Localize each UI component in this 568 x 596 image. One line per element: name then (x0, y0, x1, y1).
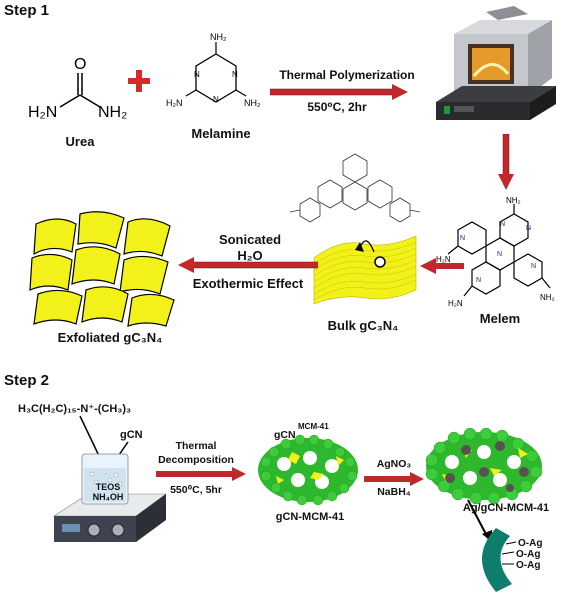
arrow4-line3: 550⁰C, 5hr (170, 484, 222, 496)
arrow3-line1: Sonicated (218, 232, 282, 247)
gcn-polymer-network (290, 153, 420, 223)
gcn-mcm41-label: gCN-MCM-41 (275, 511, 345, 523)
stirrer-hotplate (52, 453, 167, 542)
svg-text:O: O (74, 56, 86, 73)
svg-text:N: N (531, 263, 536, 270)
oag-label-1: O-Ag (518, 538, 543, 549)
svg-text:H₂N: H₂N (166, 98, 183, 108)
beaker-line1: TEOS (95, 482, 121, 492)
ag-gcn-mcm41-particle (425, 428, 543, 505)
urea-structure: O H₂N NH₂ (28, 56, 127, 121)
melem-label: Melem (479, 311, 521, 326)
svg-text:NH₂: NH₂ (506, 196, 521, 205)
arrow-right-2-icon (156, 467, 246, 481)
oag-label-2: O-Ag (516, 549, 541, 560)
svg-text:N: N (232, 70, 238, 79)
arrow1-bottom-label: 550⁰C, 2hr (307, 100, 367, 114)
arrow-left-1-icon (420, 258, 464, 274)
svg-text:N: N (500, 221, 505, 228)
arrow-right-3-icon (364, 472, 424, 486)
arrow4-line2: Decomposition (158, 454, 234, 466)
svg-text:N: N (526, 225, 531, 232)
arrow4-line1: Thermal (175, 440, 217, 452)
svg-text:NH₂: NH₂ (244, 98, 261, 108)
bulk-gcn-sheets (313, 235, 417, 305)
svg-text:H₂N: H₂N (436, 255, 451, 264)
melamine-structure: NH₂ NH₂ H₂N N N N (166, 32, 261, 108)
svg-text:NH₂: NH₂ (540, 293, 555, 302)
svg-text:N: N (476, 277, 481, 284)
gcn-mcm41-particle (258, 434, 358, 506)
arrow5-bottom: NaBH₄ (377, 486, 411, 498)
silica-surface-zoom (467, 499, 517, 592)
arrow1-top-label: Thermal Polymerization (279, 68, 415, 82)
melamine-label: Melamine (191, 126, 251, 141)
arrow5-top: AgNO₃ (376, 458, 412, 470)
svg-text:NH₂: NH₂ (98, 104, 127, 121)
svg-text:N: N (497, 251, 502, 258)
svg-text:H₂N: H₂N (28, 104, 57, 121)
step2-title: Step 2 (4, 372, 50, 389)
arrow3-line3: Exothermic Effect (192, 276, 304, 291)
exfoliated-gcn-flakes (29, 211, 175, 327)
beaker-line2: NH₄OH (92, 492, 124, 502)
svg-text:N: N (194, 70, 200, 79)
svg-text:NH₂: NH₂ (210, 32, 227, 42)
mcm41-small-label: MCM-41 (298, 422, 329, 431)
ag-gcn-label: Ag/gCN-MCM-41 (462, 502, 550, 514)
svg-text:H₂N: H₂N (448, 299, 463, 308)
plus-icon (128, 70, 150, 92)
gcn-small-label: gCN (274, 429, 296, 441)
surfactant-label: H₃C(H₂C)₁₅-N⁺-(CH₃)₃ (18, 403, 132, 415)
muffle-furnace (436, 6, 556, 120)
arrow-down-icon (498, 134, 514, 190)
step1-title: Step 1 (4, 2, 50, 19)
svg-text:N: N (213, 95, 219, 104)
melem-structure: NH₂ H₂N H₂N NH₂ N N N N N N (436, 196, 555, 308)
arrow-right-1-icon (270, 84, 408, 100)
oag-label-3: O-Ag (516, 560, 541, 571)
exfoliated-label: Exfoliated gC₃N₄ (57, 330, 163, 345)
arrow-left-2-icon (178, 257, 318, 273)
beaker-contents: TEOS NH₄OH (88, 482, 128, 502)
svg-text:N: N (460, 235, 465, 242)
bulk-label: Bulk gC₃N₄ (327, 318, 399, 333)
urea-label: Urea (65, 134, 95, 149)
arrow3-line2: H₂O (237, 248, 263, 263)
gcn-label: gCN (120, 429, 143, 441)
